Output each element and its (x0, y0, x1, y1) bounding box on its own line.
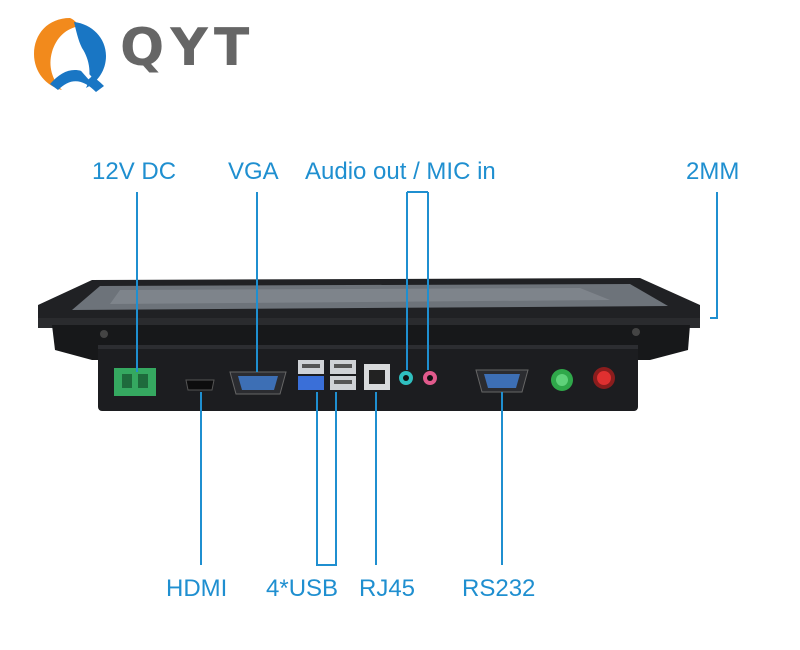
dc-power-connector (114, 368, 156, 396)
hdmi-port (185, 379, 215, 391)
vga-port (229, 371, 287, 395)
callout-usb: 4*USB (266, 575, 339, 602)
callout-audio: Audio out / MIC in (305, 158, 496, 185)
callout-rs232: RS232 (462, 575, 536, 602)
callout-lines (136, 191, 718, 566)
rs232-port (475, 369, 529, 393)
qyt-logo-icon (34, 18, 106, 92)
screen-bezel (38, 278, 700, 328)
callout-12v-dc: 12V DC (92, 158, 177, 185)
green-button (551, 369, 573, 391)
usb-ports (298, 360, 356, 390)
callout-rj45: RJ45 (359, 575, 416, 602)
audio-jacks (399, 371, 437, 385)
rj45-port (364, 364, 390, 390)
red-power-button (593, 367, 615, 389)
callout-hdmi: HDMI (166, 575, 228, 602)
callout-vga: VGA (228, 158, 279, 185)
brand-name: QYT (120, 18, 256, 78)
callout-2mm: 2MM (686, 158, 740, 185)
